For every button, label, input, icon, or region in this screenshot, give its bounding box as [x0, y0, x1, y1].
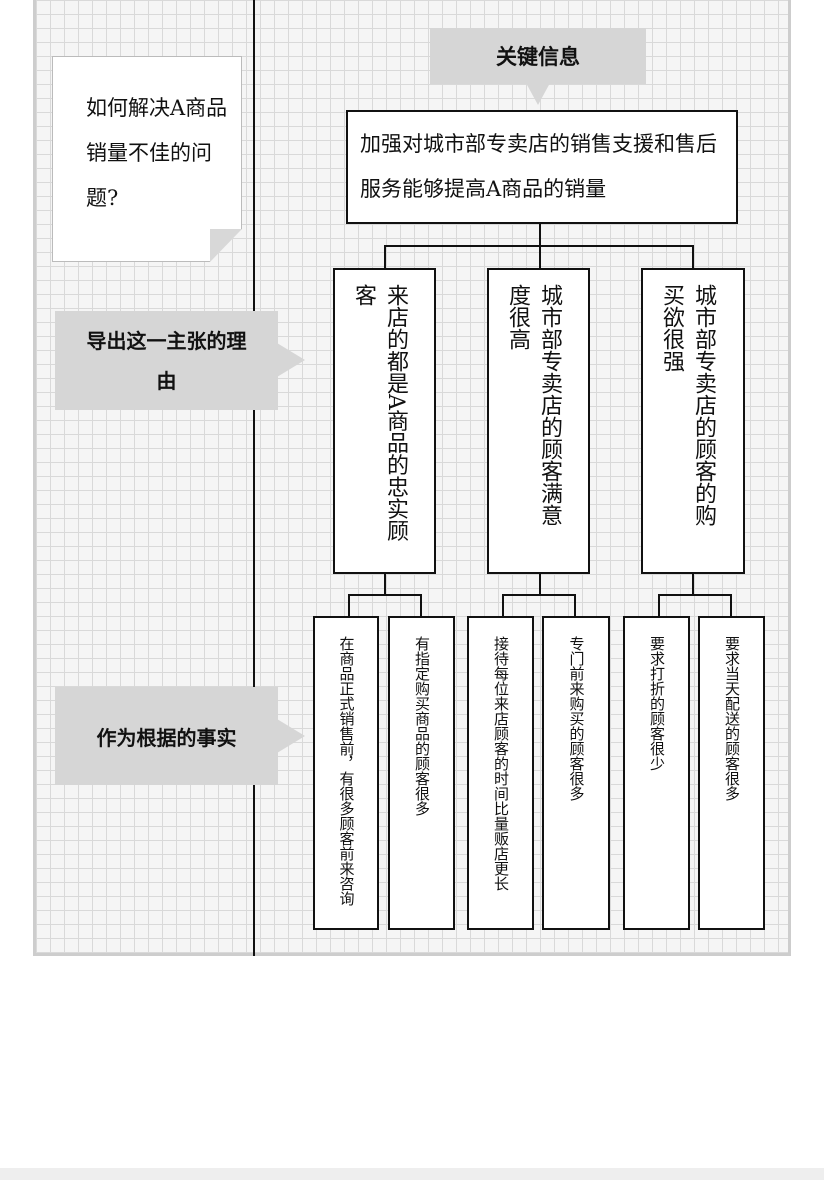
- connector-line: [730, 594, 732, 617]
- reason-text: 城市部专卖店的顾客的购买欲很强: [659, 284, 716, 526]
- fact-box: 在商品正式销售前，有很多顾客前来咨询: [313, 616, 379, 930]
- connector-line: [658, 594, 732, 596]
- key-info-label: 关键信息: [496, 45, 580, 69]
- reason-box: 城市部专卖店的顾客的购买欲很强: [641, 268, 745, 574]
- reason-text: 来店的都是A商品的忠实顾客: [351, 284, 408, 542]
- key-info-callout: 关键信息: [430, 28, 646, 84]
- fact-box: 专门前来购买的顾客很多: [542, 616, 610, 930]
- connector-line: [692, 245, 694, 269]
- connector-line: [384, 574, 386, 595]
- question-note: [52, 56, 242, 262]
- connector-line: [420, 594, 422, 617]
- fact-box: 接待每位来店顾客的时间比量贩店更长: [467, 616, 534, 930]
- fact-callout: 作为根据的事实: [55, 687, 278, 785]
- fact-text: 有指定购买商品的顾客很多: [413, 636, 431, 816]
- connector-line: [348, 594, 350, 617]
- fact-text: 接待每位来店顾客的时间比量贩店更长: [492, 636, 510, 891]
- connector-line: [539, 574, 541, 595]
- fact-box: 要求当天配送的顾客很多: [698, 616, 765, 930]
- fact-text: 专门前来购买的顾客很多: [567, 636, 586, 801]
- reason-callout: 导出这一主张的理由: [55, 311, 278, 410]
- fact-text: 要求当天配送的顾客很多: [723, 636, 741, 801]
- bottom-bar: [0, 1168, 824, 1180]
- connector-line: [574, 594, 576, 617]
- fact-label: 作为根据的事实: [96, 725, 237, 750]
- reason-box: 城市部专卖店的顾客满意度很高: [487, 268, 590, 574]
- fact-box: 有指定购买商品的顾客很多: [388, 616, 455, 930]
- connector-line: [502, 594, 504, 617]
- vertical-divider: [253, 0, 255, 956]
- connector-line: [502, 594, 576, 596]
- reason-text: 城市部专卖店的顾客满意度很高: [505, 284, 562, 526]
- connector-line: [539, 245, 541, 269]
- reason-box: 来店的都是A商品的忠实顾客: [333, 268, 436, 574]
- connector-line: [692, 574, 694, 595]
- question-text: 如何解决A商品销量不佳的问题?: [86, 96, 228, 210]
- fact-box: 要求打折的顾客很少: [623, 616, 690, 930]
- connector-line: [658, 594, 660, 617]
- fact-text: 要求打折的顾客很少: [648, 636, 666, 771]
- main-message-text: 加强对城市部专卖店的销售支援和售后服务能够提高A商品的销量: [360, 132, 717, 201]
- main-message-box: 加强对城市部专卖店的销售支援和售后服务能够提高A商品的销量: [346, 110, 738, 224]
- connector-line: [384, 245, 386, 269]
- connector-line: [348, 594, 422, 596]
- connector-line: [539, 224, 541, 246]
- fact-text: 在商品正式销售前，有很多顾客前来咨询: [337, 636, 356, 906]
- reason-label: 导出这一主张的理由: [86, 328, 247, 393]
